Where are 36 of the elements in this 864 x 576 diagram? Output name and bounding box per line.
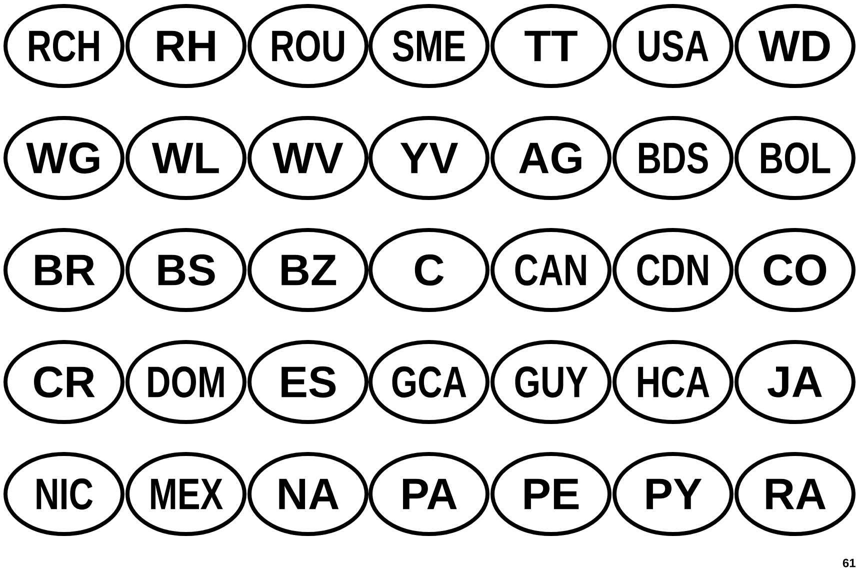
oval-badge: PE: [490, 452, 612, 536]
oval-badge: MEX: [126, 452, 246, 536]
oval-badge: PY: [612, 452, 734, 536]
page-number: 61: [842, 558, 856, 568]
oval-badge: RA: [734, 452, 856, 536]
oval-badge: BR: [4, 228, 124, 312]
oval-badge: CDN: [612, 228, 734, 312]
oval-badge: AG: [490, 116, 612, 200]
oval-badge: TT: [490, 4, 612, 88]
oval-badge: RCH: [4, 4, 124, 88]
oval-badge: C: [368, 228, 490, 312]
oval-badge: GCA: [368, 340, 490, 424]
oval-badge: WD: [734, 4, 856, 88]
oval-badge: JA: [734, 340, 856, 424]
oval-badge: USA: [612, 4, 734, 88]
oval-badge: BDS: [612, 116, 734, 200]
oval-badge: ES: [248, 340, 368, 424]
oval-badge: WG: [4, 116, 124, 200]
oval-badge: SME: [368, 4, 490, 88]
oval-badge: PA: [368, 452, 490, 536]
oval-badge: ROU: [248, 4, 368, 88]
oval-badge: DOM: [126, 340, 246, 424]
oval-badge: NIC: [4, 452, 124, 536]
oval-badge: CO: [734, 228, 856, 312]
oval-badge: CAN: [490, 228, 612, 312]
oval-badge: RH: [126, 4, 246, 88]
oval-badge: WV: [248, 116, 368, 200]
oval-badge: CR: [4, 340, 124, 424]
oval-badge: WL: [126, 116, 246, 200]
oval-badge: HCA: [612, 340, 734, 424]
oval-badge: NA: [248, 452, 368, 536]
oval-badge: GUY: [490, 340, 612, 424]
oval-badge: BZ: [248, 228, 368, 312]
oval-badge: BOL: [734, 116, 856, 200]
oval-badge: BS: [126, 228, 246, 312]
oval-badge: YV: [368, 116, 490, 200]
